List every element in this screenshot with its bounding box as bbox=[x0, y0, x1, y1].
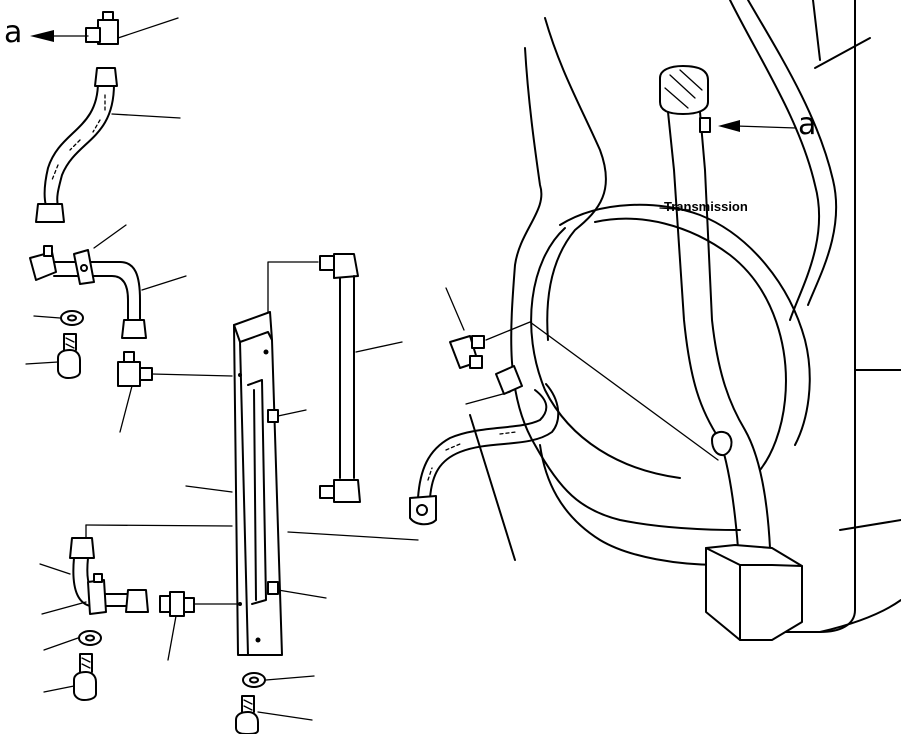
washer-left-lower bbox=[43, 630, 102, 651]
breather-fitting bbox=[699, 117, 711, 133]
hose-upper-left bbox=[35, 67, 181, 223]
bolt-left-upper bbox=[25, 333, 81, 379]
elbow-fitting-top bbox=[85, 11, 179, 45]
hose-nut-top bbox=[94, 67, 118, 87]
bolt-cooler bbox=[235, 695, 313, 734]
pipe-lower-nut bbox=[69, 537, 95, 559]
arrow-to-a-right bbox=[718, 120, 797, 132]
filler-tube-assembly bbox=[659, 65, 803, 641]
washer-left-upper bbox=[33, 310, 84, 326]
transmission-housing bbox=[469, 0, 901, 633]
nipple-fitting bbox=[159, 591, 237, 661]
transmission-leader bbox=[659, 207, 691, 211]
pipe-lower-clamp bbox=[87, 579, 107, 615]
washer-cooler bbox=[242, 672, 315, 688]
filler-cap bbox=[659, 65, 709, 115]
oil-cooler bbox=[185, 261, 327, 656]
connecting-rod bbox=[319, 253, 403, 503]
tube-connector bbox=[711, 431, 733, 457]
arrow-to-a-top-left bbox=[30, 30, 89, 42]
hose-nut-bottom bbox=[35, 203, 65, 223]
connector-middle bbox=[117, 351, 233, 433]
pipe-end-nut bbox=[121, 319, 147, 339]
bolt-left-lower bbox=[43, 653, 97, 701]
elbow-fitting-housing bbox=[445, 287, 719, 461]
sump-box bbox=[705, 544, 803, 641]
bent-pipe-lower bbox=[39, 524, 233, 615]
label-a-top-left: a bbox=[4, 15, 23, 50]
bent-pipe-upper bbox=[29, 224, 187, 339]
hose-middle-nut bbox=[495, 365, 523, 395]
hose-middle bbox=[287, 365, 560, 541]
label-a-right: a bbox=[798, 107, 817, 142]
label-transmission: Transmission bbox=[664, 199, 748, 214]
